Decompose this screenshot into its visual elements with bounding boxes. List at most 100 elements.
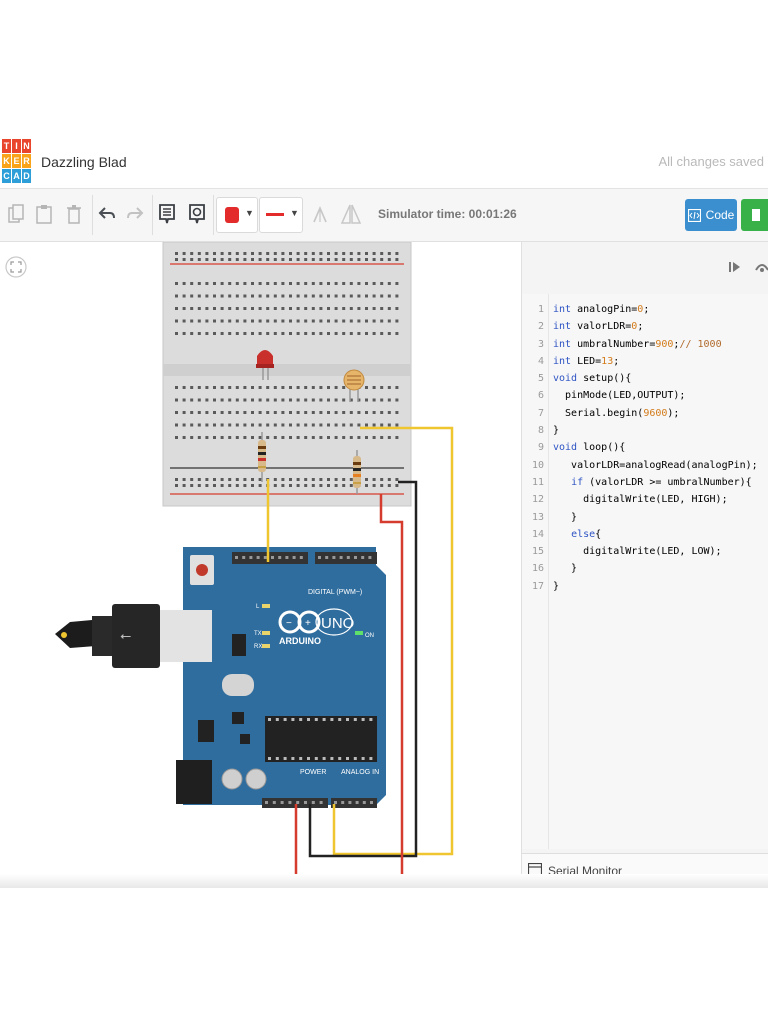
- usb-cable[interactable]: ⭠: [55, 604, 212, 668]
- code-line[interactable]: 17}: [522, 578, 758, 595]
- code-line[interactable]: 16 }: [522, 560, 758, 577]
- code-text: }: [553, 580, 560, 592]
- code-text: digitalWrite(LED, HIGH);: [553, 494, 728, 506]
- line-number: 13: [531, 511, 544, 523]
- step-icon[interactable]: [728, 260, 742, 274]
- code-line[interactable]: 13 }: [522, 509, 758, 526]
- line-number: 11: [531, 476, 544, 488]
- start-simulation-button[interactable]: [741, 199, 768, 231]
- line-number: 16: [531, 563, 544, 575]
- notes-icon[interactable]: [155, 201, 179, 227]
- code-line[interactable]: 6 pinMode(LED,OUTPUT);: [522, 387, 758, 404]
- breadboard-holes: [175, 252, 399, 487]
- svg-text:−: −: [286, 618, 292, 629]
- toolbar-separator: [213, 195, 214, 235]
- breadboard[interactable]: [162, 242, 412, 507]
- code-line[interactable]: 15 digitalWrite(LED, LOW);: [522, 543, 758, 560]
- logo-letter: E: [12, 154, 21, 168]
- line-style-icon: [266, 213, 284, 216]
- l-led-label: L: [256, 604, 260, 610]
- photoresistor[interactable]: [343, 369, 365, 402]
- red-led[interactable]: [256, 350, 274, 380]
- code-line[interactable]: 7 Serial.begin(9600);: [522, 405, 758, 422]
- wires[interactable]: [266, 426, 454, 882]
- code-text: void loop(){: [553, 442, 626, 454]
- code-text: void setup(){: [553, 373, 632, 385]
- code-text: }: [553, 511, 578, 523]
- line-number: 6: [537, 390, 544, 402]
- line-number: 1: [537, 304, 544, 315]
- code-button-label: Code: [705, 208, 735, 222]
- rx-label: RX: [254, 644, 262, 650]
- line-number: 12: [531, 494, 544, 506]
- toolbar-separator: [152, 195, 153, 235]
- redo-icon[interactable]: [123, 201, 147, 227]
- logo-letter: C: [2, 169, 11, 183]
- annotation-icon[interactable]: [185, 201, 209, 227]
- simulator-time: Simulator time: 00:01:26: [378, 207, 517, 221]
- digital-header-pins: [235, 556, 372, 559]
- line-number: 17: [531, 580, 544, 592]
- line-number: 8: [537, 425, 544, 437]
- logo-letter: A: [12, 169, 21, 183]
- code-line[interactable]: 10 valorLDR=analogRead(analogPin);: [522, 457, 758, 474]
- code-line[interactable]: 9 void loop(){: [522, 439, 758, 456]
- resistor-ldr[interactable]: [353, 450, 361, 494]
- code-text: int analogPin=0;: [553, 304, 650, 315]
- color-dropdown[interactable]: ▼: [216, 197, 258, 233]
- svg-text:+: +: [305, 618, 311, 629]
- code-text: int umbralNumber=900;// 1000: [553, 338, 722, 350]
- arduino-uno-board[interactable]: DIGITAL (PWM~) L TX RX − + ARDUINO UNO O…: [176, 547, 386, 808]
- code-text: int LED=13;: [553, 355, 620, 367]
- code-line[interactable]: 14 else{: [522, 526, 758, 543]
- logo-letter: T: [2, 139, 11, 153]
- toolbar-separator: [92, 195, 93, 235]
- rotate-icon[interactable]: [308, 201, 332, 227]
- undo-icon[interactable]: [95, 201, 119, 227]
- analog-in-label: ANALOG IN: [341, 769, 379, 776]
- line-number: 5: [537, 373, 544, 385]
- line-number: 4: [537, 355, 544, 367]
- resistor-led[interactable]: [258, 432, 266, 482]
- mirror-icon[interactable]: [339, 201, 363, 227]
- code-line[interactable]: 1 int analogPin=0;: [522, 301, 758, 318]
- circuit-drawing[interactable]: DIGITAL (PWM~) L TX RX − + ARDUINO UNO O…: [0, 242, 520, 888]
- project-title[interactable]: Dazzling Blad: [41, 154, 127, 170]
- code-text: }: [553, 563, 578, 575]
- save-status: All changes saved: [658, 154, 764, 169]
- paste-icon[interactable]: [32, 201, 56, 227]
- debugger-icon[interactable]: [754, 260, 768, 274]
- copy-icon[interactable]: [4, 201, 28, 227]
- toolbar: ▼ ▼ Simulator time: 00:01:26 Code: [0, 189, 768, 242]
- code-text: digitalWrite(LED, LOW);: [553, 546, 722, 558]
- code-text: pinMode(LED,OUTPUT);: [553, 390, 686, 402]
- circuit-canvas[interactable]: DIGITAL (PWM~) L TX RX − + ARDUINO UNO O…: [0, 242, 520, 888]
- board-brand: ARDUINO: [279, 636, 321, 646]
- code-line[interactable]: 11 if (valorLDR >= umbralNumber){: [522, 474, 758, 491]
- code-panel-header: [522, 242, 768, 292]
- chevron-down-icon: ▼: [245, 208, 254, 218]
- line-number: 9: [537, 442, 544, 454]
- code-line[interactable]: 8}: [522, 422, 758, 439]
- bottom-edge: [0, 874, 768, 888]
- on-label: ON: [365, 633, 374, 639]
- line-style-dropdown[interactable]: ▼: [259, 197, 303, 233]
- code-button[interactable]: Code: [685, 199, 737, 231]
- line-number: 14: [531, 528, 544, 540]
- delete-icon[interactable]: [62, 201, 86, 227]
- code-line[interactable]: 4 int LED=13;: [522, 353, 758, 370]
- code-line[interactable]: 12 digitalWrite(LED, HIGH);: [522, 491, 758, 508]
- fit-view-icon[interactable]: [5, 256, 27, 278]
- code-line[interactable]: 5 void setup(){: [522, 370, 758, 387]
- line-number: 10: [531, 459, 544, 471]
- tx-label: TX: [254, 631, 262, 637]
- code-text: int valorLDR=0;: [553, 321, 644, 333]
- logo-letter: I: [12, 139, 21, 153]
